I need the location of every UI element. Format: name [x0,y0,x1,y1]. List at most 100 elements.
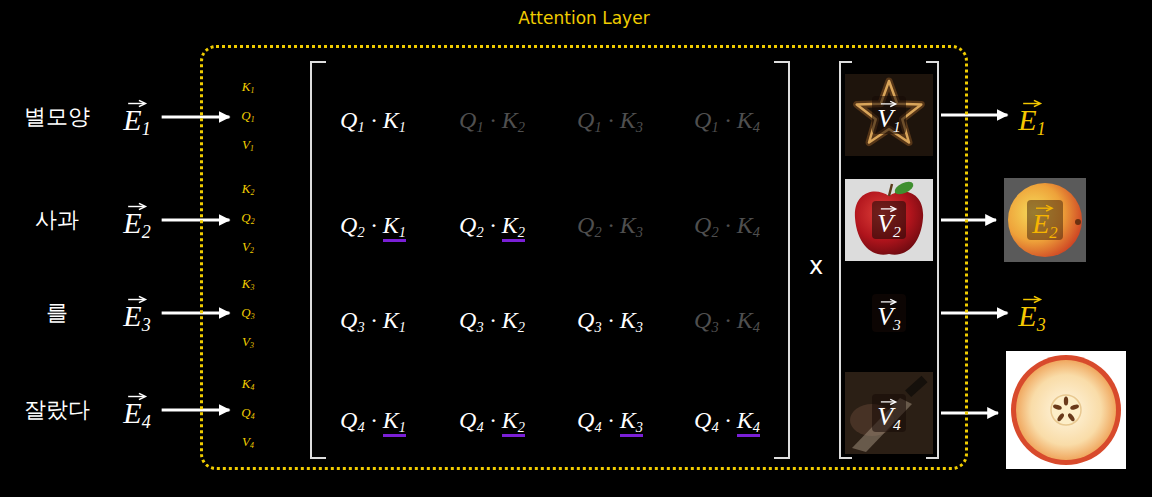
cut-apple-image [1056,412,1065,422]
vector-label: E3 [123,299,150,333]
kqv-stack: K3Q3V3 [237,270,258,357]
attention-score: Q2 · K2 [459,212,525,239]
vector-arrow [126,392,148,401]
value-label: V2 [872,201,906,239]
vector-arrow [879,100,898,108]
vector-arrow [1034,296,1040,302]
vector-arrow [890,299,896,304]
vector-arrow [890,399,896,404]
attention-score: Q4 · K4 [694,407,760,434]
token-word: 잘랐다 [24,395,90,425]
kqv-label: K2 [242,175,255,204]
knife-image [905,376,927,397]
kqv-label: K1 [242,73,255,102]
cut-apple-image [1006,351,1126,469]
vector-arrow [128,103,144,104]
output-vector: E3 [1015,293,1048,333]
output-label: E2 [1027,200,1063,240]
kqv-stack: K4Q4V4 [237,370,258,457]
kqv-label: V4 [242,428,254,457]
output-label: E1 [1018,103,1045,137]
vector-bracket [840,62,938,458]
output-label: E3 [1018,299,1045,333]
attention-score: Q3 · K4 [694,307,760,334]
kqv-label: V2 [242,233,254,262]
kqv-stack: K1Q1V1 [237,73,258,160]
multiply-sign: x [809,252,823,280]
output-apple-image [1075,219,1081,225]
vector-arrow [881,302,895,303]
value-vector-cell: V1 [845,74,933,156]
matrix-bracket [311,62,789,458]
value-vector-cell: V3 [845,272,933,354]
vector-arrow [139,296,145,302]
output-vector: E2 [1004,178,1086,262]
attention-score: Q3 · K3 [577,307,643,334]
kqv-label: Q3 [241,299,254,328]
token-word: 사과 [35,205,79,235]
attention-score: Q4 · K3 [577,407,643,434]
value-label: V3 [872,294,906,332]
input-vector: E1 [120,97,153,137]
vector-arrow [879,298,898,306]
flow-arrow [941,114,1007,117]
matrix-bracket [311,62,326,458]
input-vector: E4 [120,390,153,430]
kqv-label: Q2 [241,204,254,233]
cut-apple-image [1016,360,1116,460]
knife-image [845,372,933,454]
kqv-label: K3 [242,270,255,299]
cut-apple-image [1011,355,1121,465]
attention-score: Q2 · K3 [577,212,643,239]
flow-arrow [941,219,996,222]
attention-score: Q4 · K1 [340,407,406,434]
token-word: 를 [46,298,68,328]
knife-image [845,372,933,454]
layer-title: Attention Layer [203,8,965,28]
cut-apple-image [1006,351,1126,469]
vector-arrow [881,104,895,105]
vector-arrow [1023,103,1039,104]
flow-arrow [162,116,230,119]
kqv-label: V1 [242,131,254,160]
vector-arrow [1037,208,1052,209]
flow-arrow [941,312,1007,315]
attention-score: Q3 · K1 [340,307,406,334]
input-vector: E3 [120,293,153,333]
apple-image [855,191,923,254]
vector-arrow [1021,295,1043,304]
cut-apple-image [1070,404,1080,411]
vector-arrow [1034,100,1040,106]
vector-arrow [139,100,145,106]
vector-arrow [1023,299,1039,300]
vector-arrow [879,205,898,213]
apple-image [889,184,892,196]
token-word: 별모양 [24,102,90,132]
value-vector-cell: V4 [845,372,933,454]
vector-arrow [128,396,144,397]
vector-label: E1 [123,103,150,137]
vector-arrow [890,101,896,106]
value-vector-cell: V2 [845,179,933,261]
attention-score: Q1 · K2 [459,107,525,134]
kqv-label: Q4 [241,399,254,428]
output-apple-image [1004,178,1086,262]
output-apple-image [1004,178,1086,262]
vector-arrow [126,295,148,304]
input-vector: E2 [120,200,153,240]
vector-label: E2 [123,206,150,240]
vector-arrow [890,206,896,211]
cut-apple-image [1051,395,1081,425]
vector-arrow [139,203,145,209]
kqv-label: V3 [242,328,254,357]
value-label: V4 [872,394,906,432]
cut-apple-image [1067,412,1076,422]
vector-arrow [128,206,144,207]
star-image [857,81,922,143]
vector-arrow [139,393,145,399]
apple-image [845,179,933,261]
attention-score: Q1 · K3 [577,107,643,134]
